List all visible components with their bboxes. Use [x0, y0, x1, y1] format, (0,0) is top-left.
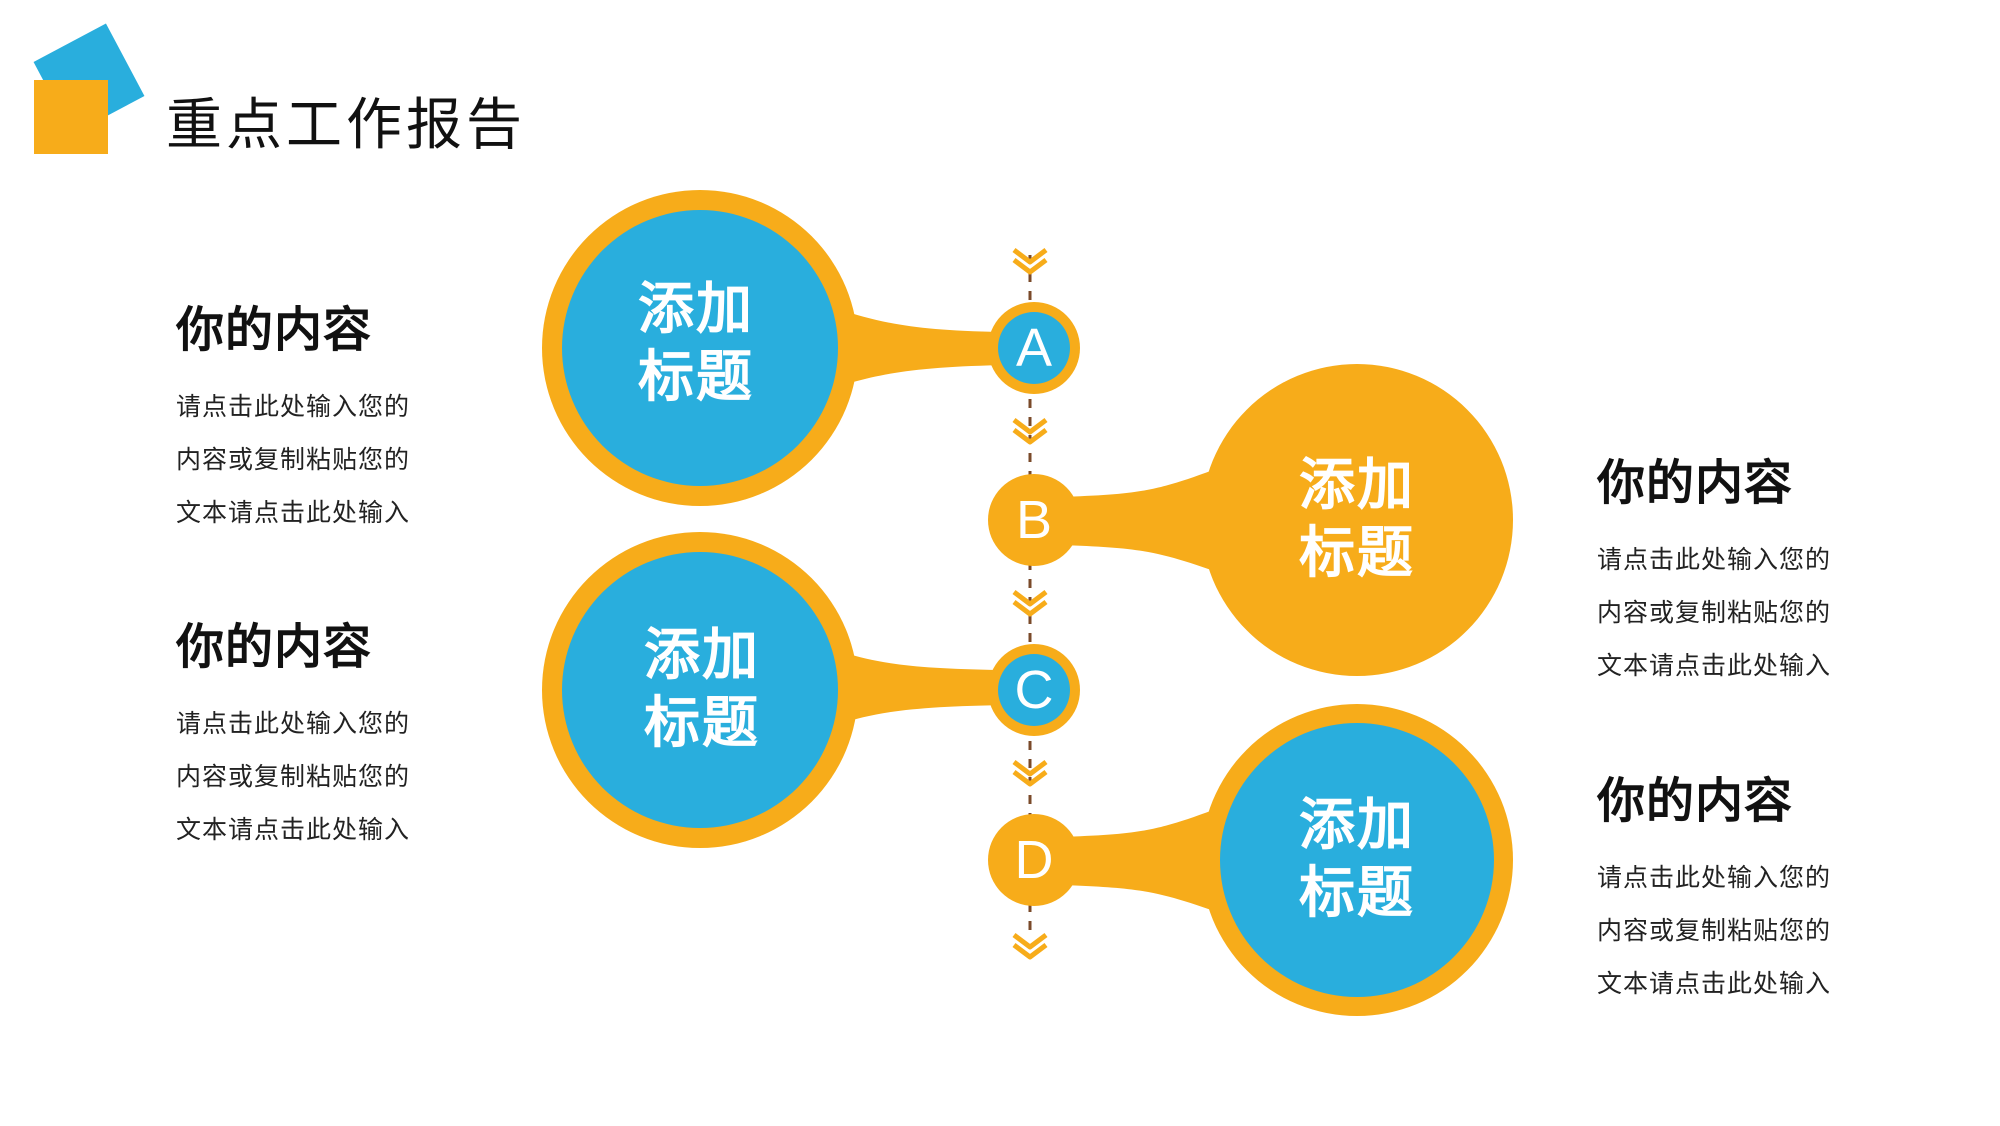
inner-circle-d: [1220, 723, 1494, 997]
text-block-1[interactable]: 你的内容 请点击此处输入您的 内容或复制粘贴您的 文本请点击此处输入: [176, 290, 476, 539]
circle-title-b-line1: 添加: [1299, 453, 1415, 518]
timeline-item-c: [542, 532, 1080, 848]
text-block-3[interactable]: 你的内容 请点击此处输入您的 内容或复制粘贴您的 文本请点击此处输入: [1597, 443, 1897, 692]
circle-title-d[interactable]: 添加 标题: [1257, 792, 1457, 928]
text-block-line: 文本请点击此处输入: [1597, 651, 1832, 680]
letter-c: C: [1014, 660, 1054, 720]
circle-title-c[interactable]: 添加 标题: [602, 622, 802, 758]
timeline-item-a: [542, 190, 1080, 506]
text-block-line: 内容或复制粘贴您的: [1597, 598, 1832, 627]
text-block-line: 内容或复制粘贴您的: [176, 762, 411, 791]
outer-circle-b: [1201, 364, 1513, 676]
text-block-line: 请点击此处输入您的: [1597, 545, 1832, 574]
page-title: 重点工作报告: [166, 93, 526, 158]
text-block-line: 文本请点击此处输入: [176, 815, 411, 844]
text-block-body: 请点击此处输入您的 内容或复制粘贴您的 文本请点击此处输入: [176, 697, 476, 856]
timeline-item-d: [988, 704, 1513, 1016]
text-block-line: 请点击此处输入您的: [176, 392, 411, 421]
text-block-body: 请点击此处输入您的 内容或复制粘贴您的 文本请点击此处输入: [1597, 533, 1897, 692]
circle-title-a-line1: 添加: [638, 277, 754, 342]
letter-a: A: [1015, 318, 1053, 378]
text-block-heading: 你的内容: [176, 302, 373, 358]
chevron-icon-3: [1012, 590, 1048, 617]
letter-circle-b: [988, 474, 1080, 566]
text-block-4[interactable]: 你的内容 请点击此处输入您的 内容或复制粘贴您的 文本请点击此处输入: [1597, 761, 1897, 1010]
circle-title-d-line2: 标题: [1299, 861, 1415, 926]
circle-title-a[interactable]: 添加 标题: [596, 276, 796, 412]
text-block-heading: 你的内容: [1597, 773, 1794, 829]
connector-b: [1060, 460, 1240, 580]
text-block-line: 内容或复制粘贴您的: [1597, 916, 1832, 945]
letter-circle-a-inner: [998, 312, 1070, 384]
chevron-icon-5: [1012, 933, 1048, 960]
text-block-line: 内容或复制粘贴您的: [176, 445, 411, 474]
text-block-line: 请点击此处输入您的: [1597, 863, 1832, 892]
letter-d: D: [1014, 830, 1054, 890]
circle-title-a-line2: 标题: [638, 345, 754, 410]
circle-title-b[interactable]: 添加 标题: [1257, 452, 1457, 588]
chevron-icon-1: [1012, 248, 1048, 275]
logo-orange-square: [34, 80, 108, 154]
circle-title-c-line2: 标题: [644, 691, 760, 756]
chevron-icon-2: [1012, 418, 1048, 445]
text-block-heading: 你的内容: [176, 619, 373, 675]
text-block-body: 请点击此处输入您的 内容或复制粘贴您的 文本请点击此处输入: [1597, 851, 1897, 1010]
text-block-line: 文本请点击此处输入: [1597, 969, 1832, 998]
connector-d: [1060, 800, 1240, 920]
letter-circle-d: [988, 814, 1080, 906]
circle-title-c-line1: 添加: [644, 623, 760, 688]
letter-b: B: [1015, 490, 1053, 550]
circle-title-b-line2: 标题: [1299, 521, 1415, 586]
inner-circle-a: [562, 210, 838, 486]
text-block-heading: 你的内容: [1597, 455, 1794, 511]
text-block-body: 请点击此处输入您的 内容或复制粘贴您的 文本请点击此处输入: [176, 380, 476, 539]
text-block-line: 请点击此处输入您的: [176, 709, 411, 738]
logo-squares: [33, 23, 145, 154]
text-block-line: 文本请点击此处输入: [176, 498, 411, 527]
timeline-item-b: [988, 364, 1513, 676]
chevron-icon-4: [1012, 760, 1048, 787]
letter-circle-c-inner: [998, 654, 1070, 726]
text-block-2[interactable]: 你的内容 请点击此处输入您的 内容或复制粘贴您的 文本请点击此处输入: [176, 607, 476, 856]
circle-title-d-line1: 添加: [1299, 793, 1415, 858]
inner-circle-c: [562, 552, 838, 828]
